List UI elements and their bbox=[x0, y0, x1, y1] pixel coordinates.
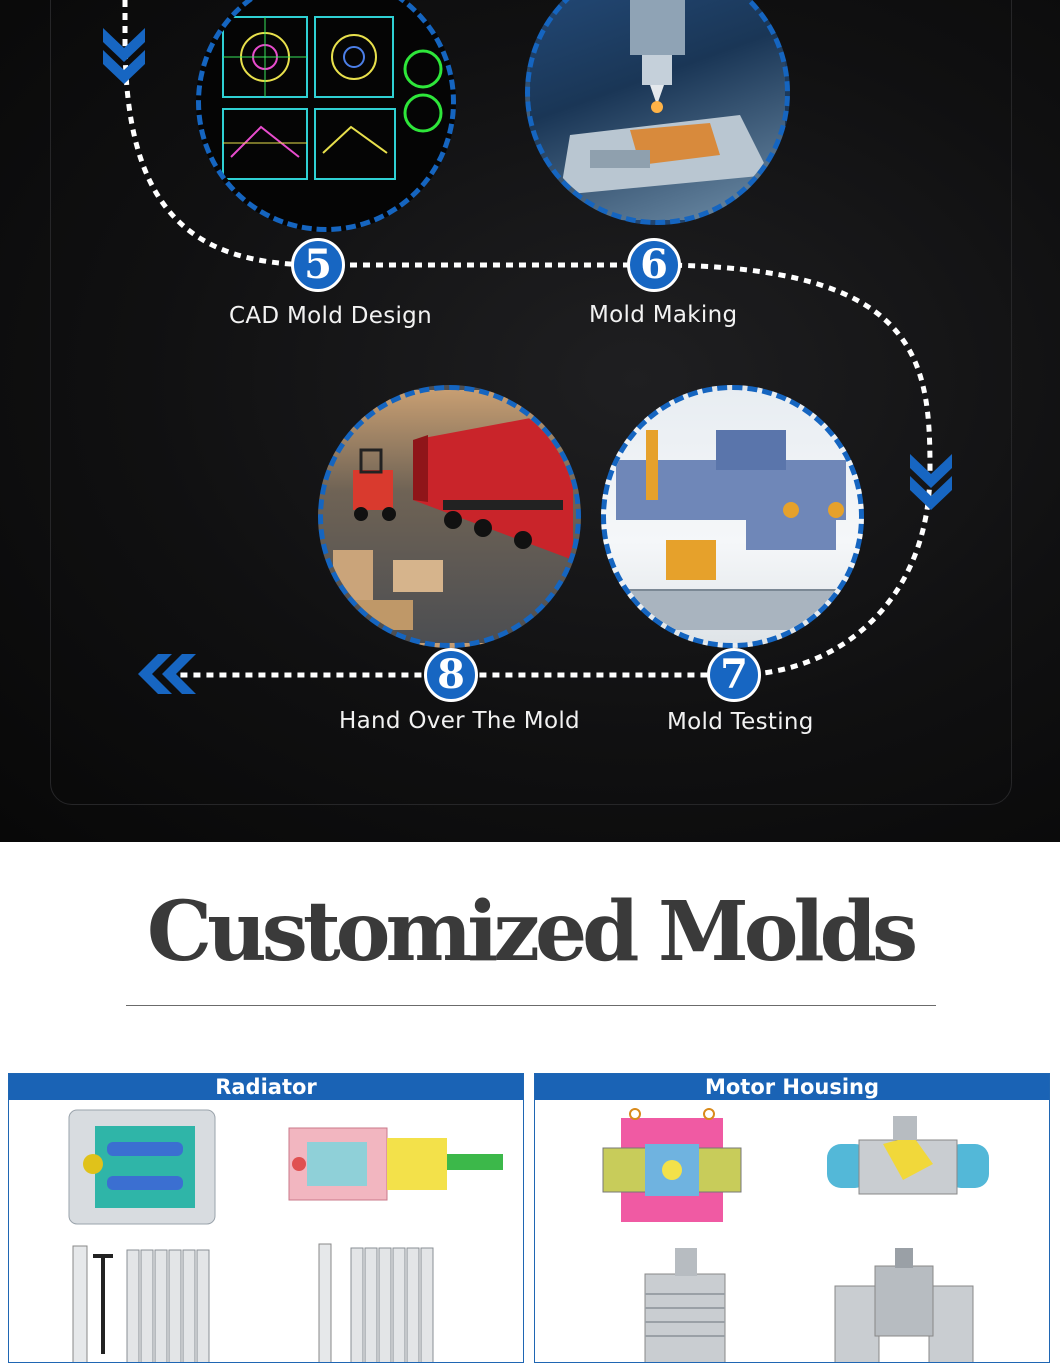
radiator-side-mold-image bbox=[288, 1127, 503, 1201]
section-title: Customized Molds bbox=[146, 884, 918, 980]
title-divider bbox=[126, 1005, 936, 1006]
arrow-down-icon bbox=[103, 28, 145, 84]
step-6-label: Mold Making bbox=[589, 302, 738, 328]
step-8-number: 8 bbox=[424, 648, 478, 702]
step-7-number: 7 bbox=[707, 648, 761, 702]
arrow-left-icon bbox=[138, 654, 196, 694]
step-7-label: Mold Testing bbox=[667, 709, 814, 735]
engine-side-image bbox=[644, 1248, 726, 1362]
category-title: Motor Housing bbox=[535, 1074, 1049, 1100]
mold-process-section: 5 6 8 7 CAD Mold Design Mold Making Hand… bbox=[0, 0, 1060, 842]
radiator-columns-image bbox=[318, 1243, 434, 1362]
cad-design-image bbox=[196, 0, 456, 232]
radiator-mold-image bbox=[68, 1109, 216, 1225]
arrow-down-icon bbox=[910, 454, 952, 510]
category-card-radiator[interactable]: Radiator bbox=[8, 1073, 524, 1363]
step-8-label: Hand Over The Mold bbox=[339, 708, 580, 734]
process-flow-path bbox=[0, 0, 1060, 842]
step-5-number: 5 bbox=[291, 238, 345, 292]
process-panel bbox=[50, 0, 1012, 805]
category-card-motor-housing[interactable]: Motor Housing bbox=[534, 1073, 1050, 1363]
step-6-number: 6 bbox=[627, 238, 681, 292]
radiator-tubes-image bbox=[72, 1245, 210, 1362]
motor-housing-mold-image bbox=[602, 1108, 742, 1222]
step-5-label: CAD Mold Design bbox=[229, 303, 432, 329]
hand-over-image bbox=[318, 385, 581, 648]
engine-rear-image bbox=[834, 1248, 974, 1362]
mold-making-image bbox=[525, 0, 790, 225]
category-title: Radiator bbox=[9, 1074, 523, 1100]
mold-testing-image bbox=[601, 385, 864, 648]
engine-assembly-image bbox=[827, 1116, 989, 1195]
